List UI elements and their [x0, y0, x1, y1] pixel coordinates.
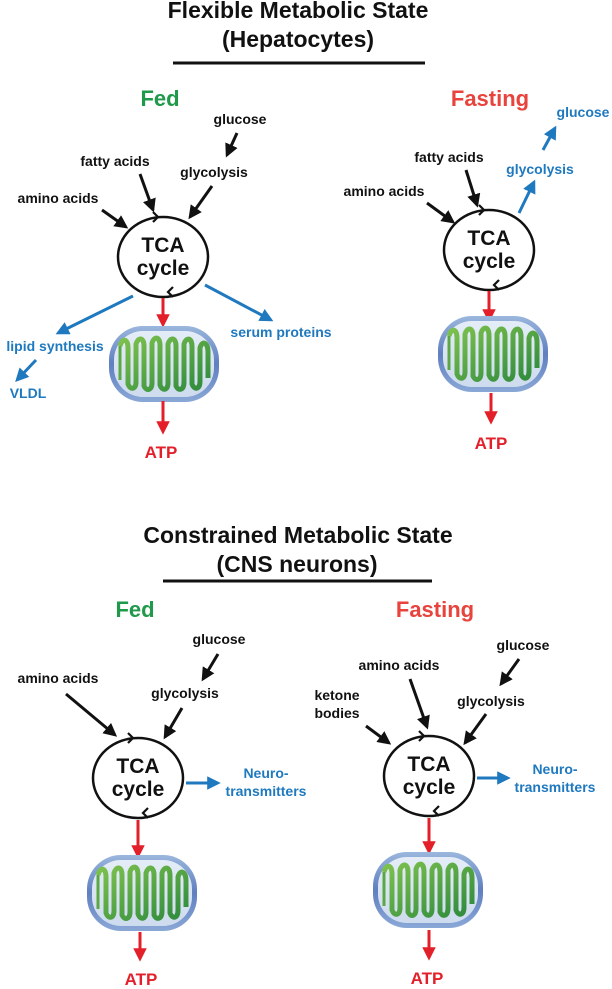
- cycle-direction-icon: [418, 730, 426, 742]
- label-glycolysis: glycolysis: [151, 685, 219, 701]
- tca-cycle: TCA cycle: [116, 211, 210, 299]
- label-neurotransmitters: Neuro-: [243, 765, 288, 781]
- label-neurotransmitters: Neuro-: [532, 761, 577, 777]
- state-label-fed: Fed: [115, 597, 154, 622]
- arrow-tca-lipid-synthesis: [55, 294, 134, 335]
- label-serum-proteins: serum proteins: [230, 324, 331, 340]
- cycle-direction-icon: [141, 807, 149, 819]
- tca-label: TCA: [407, 753, 450, 776]
- arrow-fatty-acids-tca: [464, 169, 481, 208]
- arrow-amino-acids-tca: [101, 208, 129, 229]
- tca-cycle: TCA cycle: [91, 732, 185, 820]
- state-label-fasting: Fasting: [396, 597, 474, 622]
- label-ketone-bodies: ketone: [314, 687, 359, 703]
- label-neurotransmitters-line2: transmitters: [515, 779, 596, 795]
- mitochondrion-icon: [109, 326, 219, 402]
- arrow-glycolysis-glucose: [541, 125, 557, 151]
- cycle-direction-icon: [166, 286, 174, 298]
- label-amino-acids: amino acids: [18, 670, 99, 686]
- tca-cycle: TCA cycle: [382, 730, 476, 818]
- label-atp: ATP: [145, 443, 178, 462]
- section-subtitle-cns-neurons: (CNS neurons): [217, 551, 378, 577]
- label-glycolysis: glycolysis: [506, 161, 574, 177]
- label-glucose: glucose: [193, 631, 246, 647]
- tca-cycle: TCA cycle: [442, 204, 536, 292]
- label-glycolysis: glycolysis: [457, 693, 525, 709]
- state-label-fasting: Fasting: [451, 86, 529, 111]
- cycle-direction-icon: [432, 805, 440, 817]
- label-fatty-acids: fatty acids: [414, 149, 483, 165]
- label-atp: ATP: [411, 969, 444, 988]
- label-atp: ATP: [125, 970, 158, 989]
- label-glucose: glucose: [557, 104, 610, 120]
- panel-hepatocytes-fed: Fed glucose glycolysis fatty acids amino…: [6, 86, 331, 462]
- label-glucose: glucose: [214, 111, 267, 127]
- mitochondrion-icon: [87, 855, 197, 931]
- arrow-tca-serum-proteins: [204, 283, 274, 322]
- panel-cns-fasting: Fasting glucose glycolysis amino acids k…: [314, 597, 595, 988]
- cycle-direction-icon: [478, 204, 486, 216]
- label-amino-acids: amino acids: [344, 183, 425, 199]
- section-title-flexible: Flexible Metabolic State: [168, 0, 429, 23]
- cycle-direction-icon: [127, 732, 135, 744]
- label-lipid-synthesis: lipid synthesis: [6, 338, 103, 354]
- label-vldl: VLDL: [10, 385, 47, 401]
- tca-label-cycle: cycle: [112, 778, 165, 801]
- label-atp: ATP: [475, 434, 508, 453]
- arrow-fatty-acids-tca: [138, 173, 156, 213]
- tca-label: TCA: [116, 755, 159, 778]
- label-glycolysis: glycolysis: [180, 164, 248, 180]
- label-fatty-acids: fatty acids: [80, 153, 149, 169]
- label-ketone-bodies-line2: bodies: [314, 705, 359, 721]
- arrow-amino-acids-tca: [65, 692, 118, 737]
- cycle-direction-icon: [492, 279, 500, 291]
- arrow-tca-glycolysis: [517, 179, 536, 214]
- arrow-amino-acids-tca: [408, 678, 430, 730]
- label-amino-acids: amino acids: [359, 657, 440, 673]
- mitochondrion-icon: [438, 316, 548, 392]
- arrow-glycolysis-tca: [163, 707, 184, 740]
- state-label-fed: Fed: [140, 86, 179, 111]
- cycle-direction-icon: [152, 211, 160, 223]
- tca-label: TCA: [467, 227, 510, 250]
- arrow-glycolysis-tca: [463, 713, 488, 746]
- label-amino-acids: amino acids: [18, 190, 99, 206]
- arrow-lipid-vldl: [15, 358, 38, 382]
- tca-label-cycle: cycle: [403, 776, 456, 799]
- section-subtitle-hepatocytes: (Hepatocytes): [222, 26, 374, 52]
- mitochondrion-icon: [373, 852, 483, 928]
- arrow-glucose-glycolysis: [499, 658, 521, 687]
- panel-hepatocytes-fasting: Fasting fatty acids amino acids TCA cycl…: [344, 86, 610, 453]
- tca-label: TCA: [141, 234, 184, 257]
- arrow-glucose-glycolysis: [225, 132, 239, 158]
- arrow-glycolysis-tca: [188, 185, 214, 220]
- arrow-amino-acids-tca: [426, 201, 456, 224]
- tca-label-cycle: cycle: [463, 250, 516, 273]
- section-title-constrained: Constrained Metabolic State: [143, 522, 452, 548]
- arrow-glucose-glycolysis: [201, 653, 220, 682]
- panel-cns-fed: Fed glucose glycolysis amino acids TCA c…: [18, 597, 307, 989]
- label-glucose: glucose: [497, 637, 550, 653]
- label-neurotransmitters-line2: transmitters: [226, 783, 307, 799]
- tca-label-cycle: cycle: [137, 257, 190, 280]
- arrow-ketone-bodies-tca: [365, 724, 392, 745]
